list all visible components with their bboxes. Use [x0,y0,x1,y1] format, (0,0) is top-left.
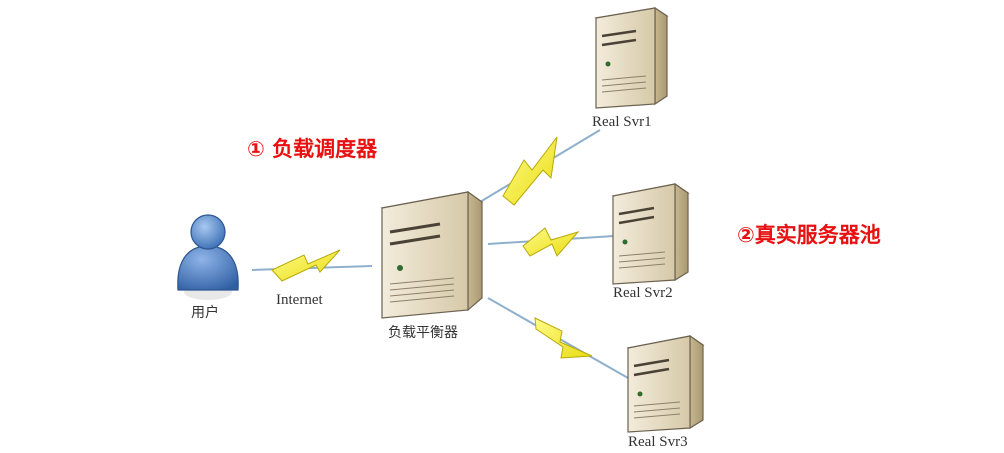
server-icon [626,334,705,433]
real-svr2-label: Real Svr2 [613,285,673,301]
real-svr1-label: Real Svr1 [592,114,652,130]
user-label: 用户 [191,305,219,321]
user-icon [177,214,239,300]
server-pool-annotation: ②真实服务器池 [737,223,881,247]
server-icon [611,182,690,285]
server-icon [594,6,669,109]
lightning-icon [534,317,593,359]
scheduler-annotation: ① 负载调度器 [247,137,378,161]
load-balancer-label: 负载平衡器 [388,325,458,341]
lightning-icon [522,227,580,257]
server-icon [380,190,484,319]
lightning-icon [271,249,341,282]
lightning-icon [502,136,558,206]
internet-label: Internet [276,292,323,308]
real-svr3-label: Real Svr3 [628,434,688,450]
link-user-internet [251,265,373,271]
